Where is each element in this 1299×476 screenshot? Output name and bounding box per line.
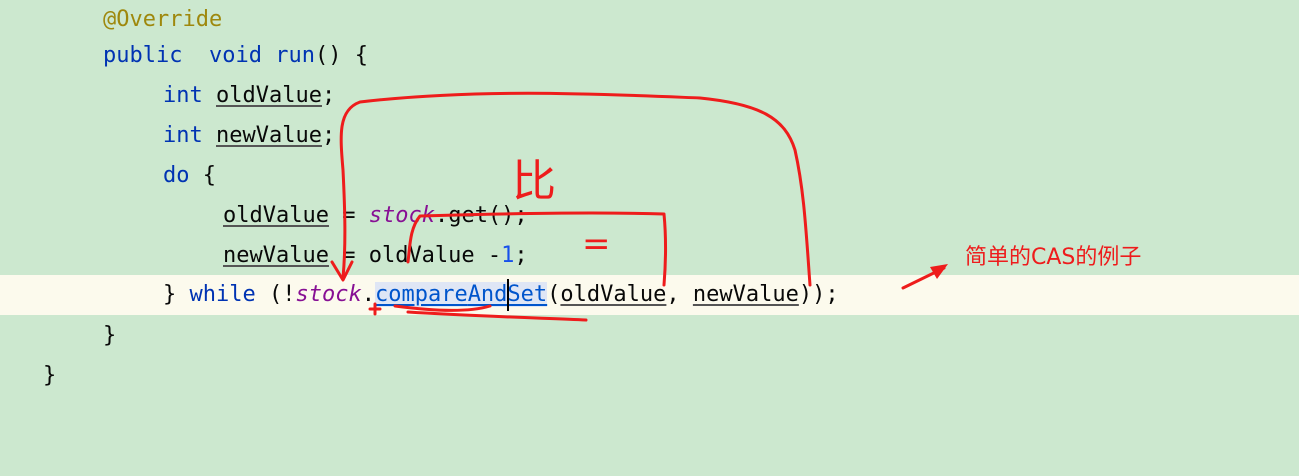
keyword-void: void [208,43,262,68]
arg-oldvalue[interactable]: oldValue [560,282,667,307]
keyword-int: int [163,123,203,148]
variable-oldvalue-decl[interactable]: oldValue [216,83,322,108]
close-brace: } [43,363,57,388]
method-signature-rest: () { [314,43,368,68]
method-name-run[interactable]: run [275,43,315,68]
semicolon: ; [321,123,336,148]
arg-newvalue[interactable]: newValue [692,282,799,307]
semicolon: ; [514,243,528,268]
close-brace: } [163,282,190,307]
assign-operator: = [328,203,369,228]
dot: . [361,282,375,307]
cas-example-note: 简单的CAS的例子 [965,245,1142,270]
semicolon: ; [321,83,336,108]
variable-newvalue[interactable]: newValue [223,243,329,268]
code-line-6[interactable]: oldValue = stock.get(); [0,196,1299,236]
number-literal: 1 [501,243,515,268]
variable-oldvalue[interactable]: oldValue [223,203,329,228]
while-condition-open: (! [255,282,296,307]
code-line-5[interactable]: do { [0,156,1299,196]
code-line-3[interactable]: int oldValue; [0,76,1299,116]
keyword-public: public [103,43,183,68]
open-brace: { [189,163,216,188]
close-brace: } [103,323,117,348]
keyword-while: while [189,282,256,307]
variable-newvalue-decl[interactable]: newValue [216,123,322,148]
code-line-10[interactable]: } [0,356,1299,396]
get-call: .get(); [434,203,528,228]
keyword-do: do [163,163,190,188]
code-editor[interactable]: @Override public void run() { int oldVal… [0,0,1299,420]
field-stock[interactable]: stock [368,203,435,228]
code-line-8-current[interactable]: } while (!stock.compareAndSet(oldValue, … [0,275,1299,315]
annotation-override: @Override [103,7,223,32]
code-line-4[interactable]: int newValue; [0,116,1299,156]
field-stock[interactable]: stock [295,282,362,307]
method-compare-and-set[interactable]: compareAndSet [374,282,548,307]
code-line-9[interactable]: } [0,316,1299,356]
open-paren: ( [547,282,561,307]
comma: , [666,282,693,307]
code-line-2[interactable]: public void run() { [0,36,1299,76]
decrement-expression: = oldValue - [328,243,502,268]
keyword-int: int [163,83,203,108]
close-parens: )); [798,282,839,307]
code-line-1[interactable]: @Override [0,0,1299,40]
text-caret [507,279,509,311]
method-part-compare: compare [374,282,468,307]
